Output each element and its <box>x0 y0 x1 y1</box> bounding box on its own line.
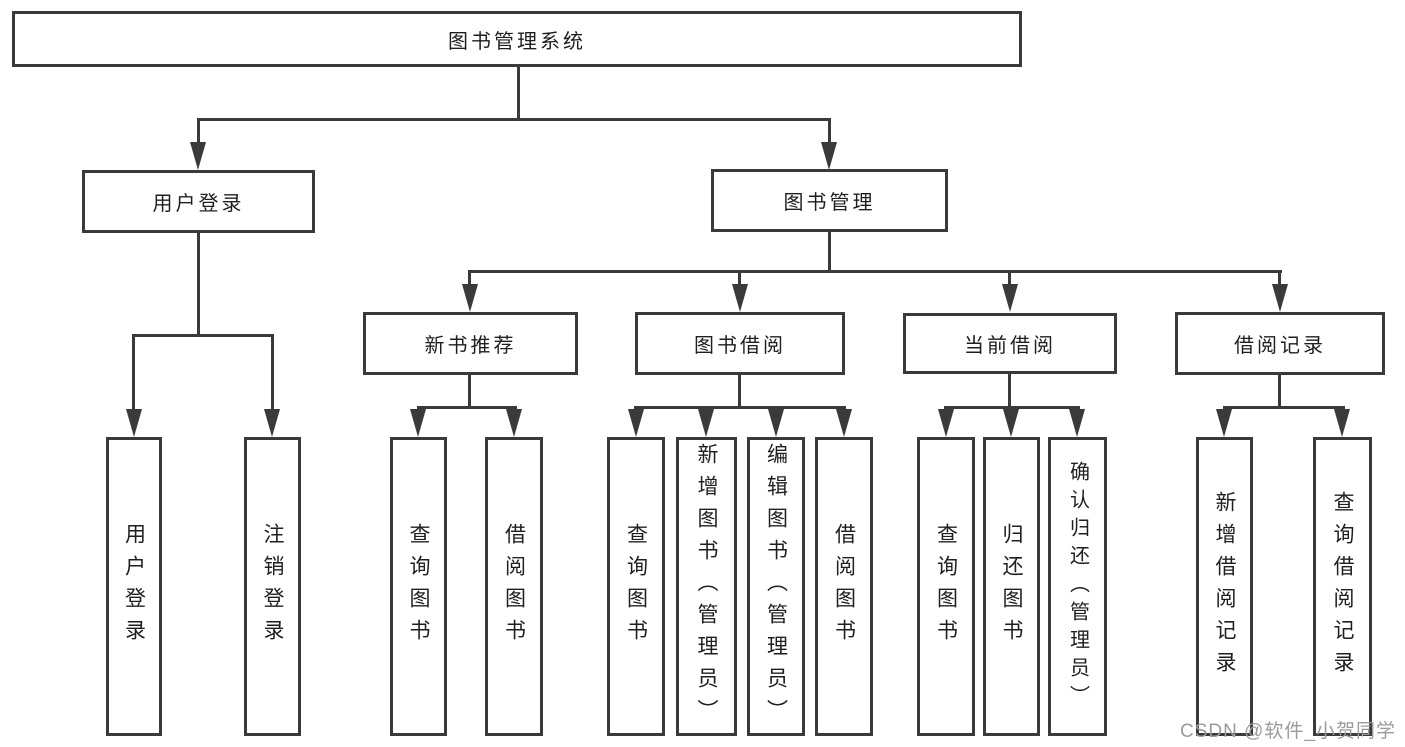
connector-borrow-record-trunk <box>1278 375 1281 409</box>
connector-stem-new-book-rec <box>468 270 471 288</box>
connector-stem-login-leaf <box>132 334 135 412</box>
node-leaf-confirm-return-admin: 确认归还（管理员） <box>1048 437 1107 736</box>
node-root-system: 图书管理系统 <box>12 11 1022 67</box>
arrowhead-add-book-admin <box>698 409 714 437</box>
node-root-system-label: 图书管理系统 <box>448 30 586 53</box>
connector-stem-book-borrow <box>738 270 741 288</box>
node-leaf-return-book: 归还图书 <box>983 437 1040 736</box>
arrowhead-add-borrow-record <box>1216 409 1232 437</box>
node-leaf-query-book-current-label: 查询图书 <box>934 522 958 651</box>
connector-stem-book-mgmt <box>828 118 831 150</box>
connector-new-book-rec-trunk <box>468 375 471 409</box>
node-user-login-label: 用户登录 <box>152 193 245 215</box>
node-leaf-user-login: 用户登录 <box>106 437 162 736</box>
arrowhead-logout-leaf <box>264 409 280 437</box>
connector-root-trunk <box>517 65 520 120</box>
connector-new-book-rec-rail <box>417 406 517 409</box>
connector-current-borrow-trunk <box>1008 374 1011 409</box>
node-leaf-add-borrow-record: 新增借阅记录 <box>1196 437 1253 736</box>
arrowhead-confirm-return-admin <box>1069 409 1085 437</box>
csdn-watermark: CSDN @软件_小贺同学 <box>1180 721 1396 742</box>
node-leaf-borrow-book-rec-label: 借阅图书 <box>502 522 526 651</box>
node-leaf-query-book-rec-label: 查询图书 <box>407 522 430 651</box>
node-new-book-rec: 新书推荐 <box>363 312 578 375</box>
node-book-borrow: 图书借阅 <box>635 312 845 375</box>
node-leaf-edit-book-admin-label: 编辑图书（管理员） <box>764 442 788 731</box>
node-user-login: 用户登录 <box>82 170 315 233</box>
arrowhead-query-book-borrow <box>628 409 644 437</box>
node-leaf-query-borrow-record: 查询借阅记录 <box>1313 437 1372 736</box>
connector-stem-logout-leaf <box>271 334 274 412</box>
node-leaf-query-book-current: 查询图书 <box>917 437 975 736</box>
node-leaf-logout: 注销登录 <box>244 437 301 736</box>
connector-book-borrow-rail <box>634 406 846 409</box>
node-leaf-add-borrow-record-label: 新增借阅记录 <box>1213 490 1236 683</box>
connector-stem-borrow-record <box>1278 270 1281 288</box>
node-leaf-query-book-borrow-label: 查询图书 <box>624 522 648 651</box>
connector-level3-rail <box>468 270 1282 273</box>
connector-user-login-trunk <box>197 233 200 337</box>
arrowhead-user-login <box>190 142 206 170</box>
node-leaf-borrow-book-borrow: 借阅图书 <box>815 437 873 736</box>
node-leaf-user-login-label: 用户登录 <box>122 522 146 651</box>
node-current-borrow-label: 当前借阅 <box>964 335 1056 357</box>
node-leaf-borrow-book-rec: 借阅图书 <box>485 437 543 736</box>
node-leaf-add-book-admin: 新增图书（管理员） <box>676 437 737 736</box>
node-leaf-logout-label: 注销登录 <box>261 522 284 651</box>
node-borrow-record-label: 借阅记录 <box>1234 335 1326 357</box>
connector-user-login-rail <box>132 334 274 337</box>
arrowhead-query-book-rec <box>410 409 426 437</box>
node-leaf-query-book-borrow: 查询图书 <box>607 437 665 736</box>
node-leaf-query-borrow-record-label: 查询借阅记录 <box>1331 490 1354 683</box>
node-book-mgmt: 图书管理 <box>711 169 948 232</box>
arrowhead-borrow-book-rec <box>506 409 522 437</box>
node-leaf-confirm-return-admin-label: 确认归还（管理员） <box>1066 460 1089 713</box>
arrowhead-login-leaf <box>126 409 142 437</box>
node-leaf-add-book-admin-label: 新增图书（管理员） <box>695 442 718 731</box>
connector-book-mgmt-trunk <box>828 232 831 272</box>
arrowhead-edit-book-admin <box>768 409 784 437</box>
arrowhead-book-mgmt <box>821 142 837 170</box>
connector-book-borrow-trunk <box>738 375 741 409</box>
arrowhead-borrow-book-borrow <box>836 409 852 437</box>
connector-borrow-record-rail <box>1223 406 1345 409</box>
node-book-borrow-label: 图书借阅 <box>694 335 786 357</box>
node-leaf-query-book-rec: 查询图书 <box>390 437 447 736</box>
node-current-borrow: 当前借阅 <box>903 313 1117 374</box>
arrowhead-return-book <box>1003 409 1019 437</box>
node-leaf-return-book-label: 归还图书 <box>1000 522 1023 651</box>
connector-level2-rail <box>197 118 831 121</box>
node-borrow-record: 借阅记录 <box>1175 312 1385 375</box>
node-new-book-rec-label: 新书推荐 <box>424 335 517 357</box>
node-leaf-edit-book-admin: 编辑图书（管理员） <box>747 437 805 736</box>
arrowhead-new-book-rec <box>462 284 478 312</box>
connector-stem-user-login <box>197 118 200 150</box>
connector-stem-current-borrow <box>1008 270 1011 288</box>
arrowhead-query-book-current <box>938 409 954 437</box>
connector-current-borrow-rail <box>944 406 1080 409</box>
arrowhead-query-borrow-record <box>1334 409 1350 437</box>
node-leaf-borrow-book-borrow-label: 借阅图书 <box>832 522 856 651</box>
arrowhead-borrow-record <box>1272 284 1288 312</box>
arrowhead-book-borrow <box>732 284 748 312</box>
node-book-mgmt-label: 图书管理 <box>783 192 876 214</box>
arrowhead-current-borrow <box>1002 284 1018 312</box>
